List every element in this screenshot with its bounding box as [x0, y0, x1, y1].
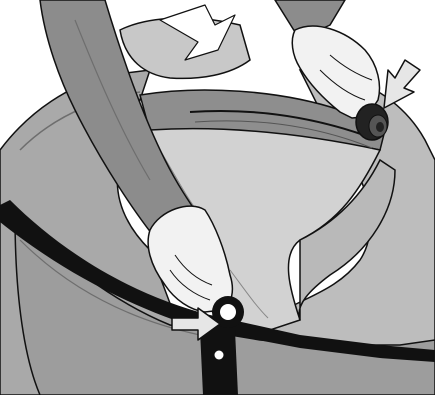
right-mount-knob	[356, 104, 388, 140]
mount-bracket	[200, 330, 238, 395]
bracket-hole	[215, 351, 224, 360]
arrow-down-left-icon	[384, 60, 420, 108]
